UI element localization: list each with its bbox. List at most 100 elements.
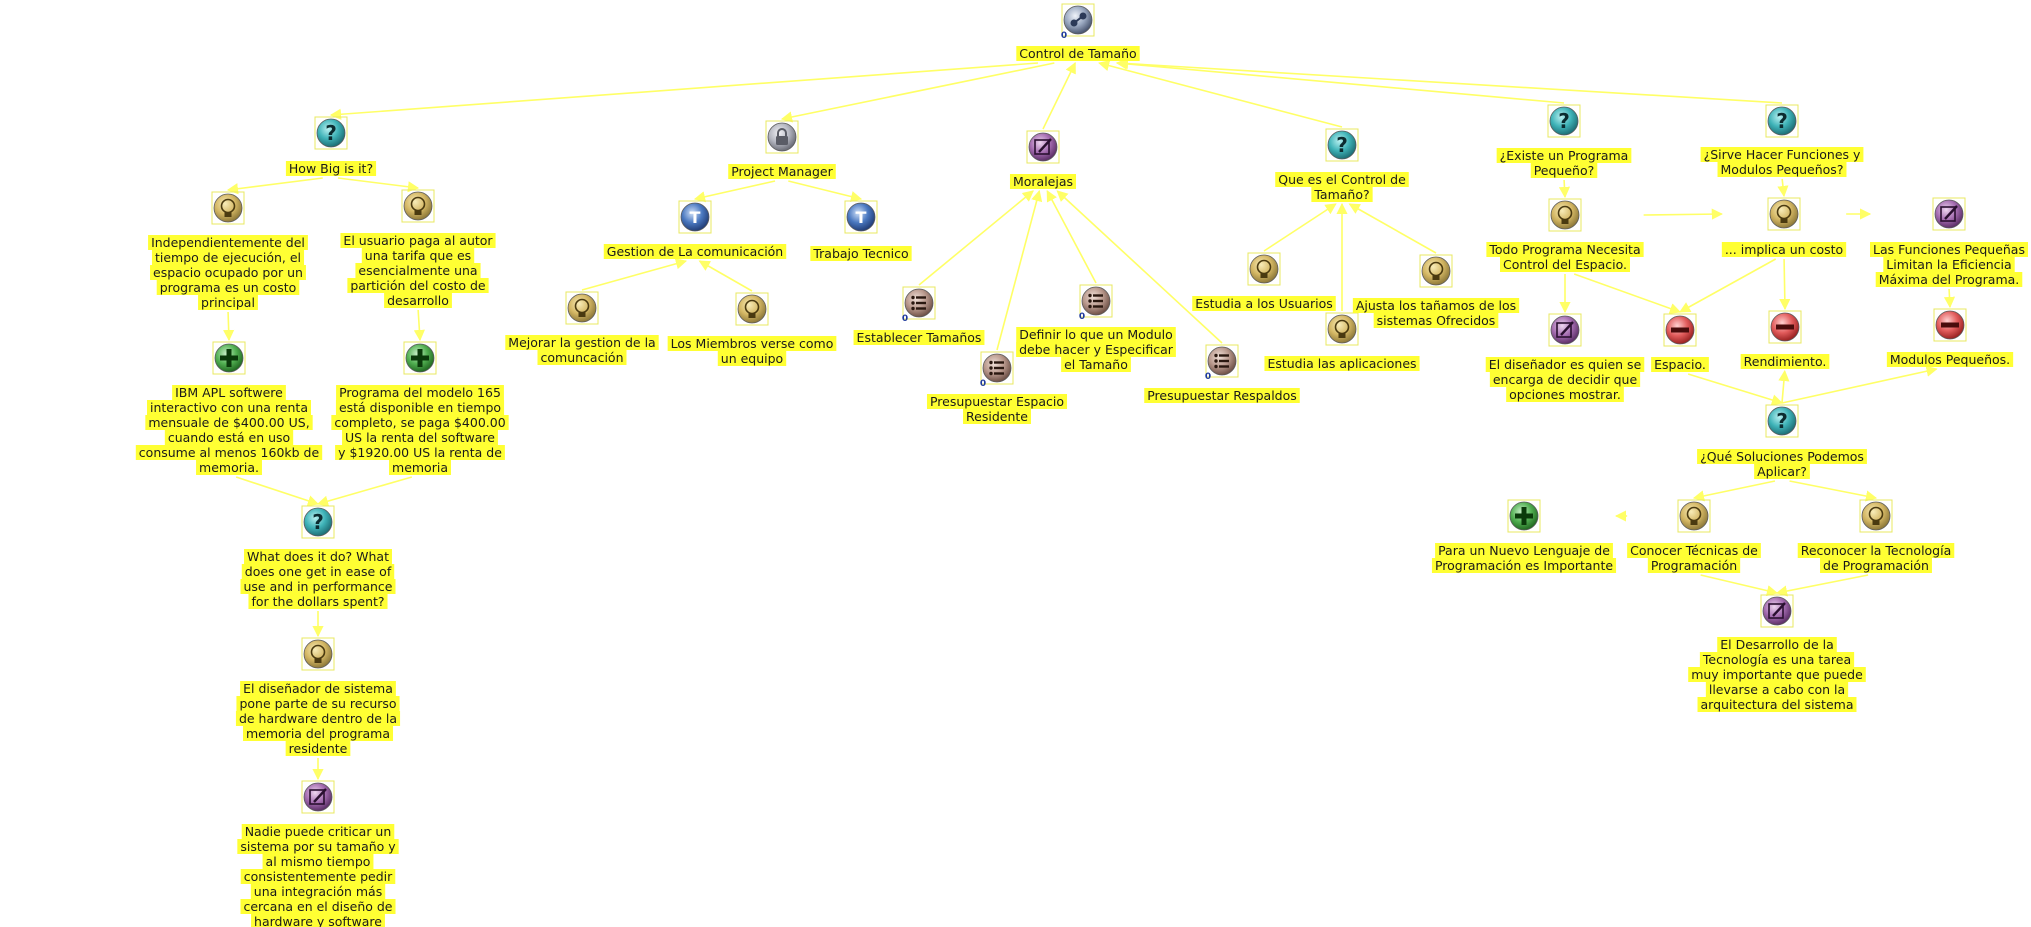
node-label-line: Todo Programa Necesita <box>1488 242 1640 257</box>
node-badge: 0 <box>902 314 908 324</box>
idea-icon <box>401 189 435 223</box>
node-label-line: interactivo con una renta <box>150 400 308 415</box>
link-ajusta-to-quees <box>1348 203 1437 254</box>
link-reconocer-to-desarrollo <box>1775 574 1869 597</box>
node-label-line: Tecnología es una tarea <box>1702 652 1851 667</box>
node-pm[interactable]: Project Manager <box>728 120 836 179</box>
con-icon <box>1663 313 1697 347</box>
question-icon: ? <box>314 116 348 150</box>
node-label-line: opciones mostrar. <box>1509 387 1621 402</box>
node-label-line: What does it do? What <box>247 549 389 564</box>
node-label: Espacio. <box>1651 357 1709 372</box>
node-label-line: Trabajo Tecnico <box>812 246 908 261</box>
node-label-line: Estudia las aplicaciones <box>1267 356 1416 371</box>
node-label: Control de Tamaño <box>1016 46 1140 61</box>
node-label: Trabajo Tecnico <box>810 246 912 261</box>
node-implica[interactable]: ... implica un costo <box>1721 197 1847 257</box>
link-miembros-to-gestion <box>698 260 753 292</box>
node-moral[interactable]: Moralejas <box>1009 130 1077 189</box>
node-espacio[interactable]: Espacio. <box>1651 313 1709 372</box>
node-label-line: Conocer Técnicas de <box>1630 543 1758 558</box>
svg-text:?: ? <box>325 121 337 145</box>
node-estudia-a[interactable]: Estudia las aplicaciones <box>1264 312 1420 371</box>
node-modpeq[interactable]: Modulos Pequeños. <box>1886 308 2014 367</box>
node-label-line: Project Manager <box>731 164 833 179</box>
node-label-line: arquitectura del sistema <box>1701 697 1854 712</box>
node-rend[interactable]: Rendimiento. <box>1740 310 1830 369</box>
pro-icon <box>403 341 437 375</box>
node-label-line: sistema por su tamaño y <box>240 839 396 854</box>
link-todo-to-espacio <box>1573 273 1682 314</box>
decision-icon <box>1932 197 1966 231</box>
node-label-line: ... implica un costo <box>1725 242 1843 257</box>
node-label: Estudia a los Usuarios <box>1192 296 1336 311</box>
node-label: Project Manager <box>728 164 836 179</box>
node-label-line: mensuale de $400.00 US, <box>148 415 309 430</box>
question-icon: ? <box>1325 128 1359 162</box>
list-icon <box>1205 344 1239 378</box>
node-label-line: El Desarrollo de la <box>1720 637 1834 652</box>
node-estudia-u[interactable]: Estudia a los Usuarios <box>1192 252 1336 311</box>
link-hbig-to-usuario <box>337 177 420 193</box>
node-label-line: consume al menos 160kb de <box>139 445 320 460</box>
pro-icon <box>1507 499 1541 533</box>
node-label-line: Programación es Importante <box>1435 558 1613 573</box>
list-icon <box>1079 284 1113 318</box>
link-sirve-to-implica <box>1777 178 1789 198</box>
list-icon <box>902 286 936 320</box>
link-implica-to-rend <box>1779 258 1791 311</box>
node-label: Estudia las aplicaciones <box>1264 356 1420 371</box>
node-label-line: Los Miembros verse como <box>671 336 834 351</box>
link-ibm-to-what <box>235 476 320 507</box>
idea-icon <box>1859 499 1893 533</box>
node-label-line: El diseñador es quien se <box>1489 357 1642 372</box>
node-label: Gestion de La comunicación <box>603 244 787 259</box>
node-label-line: Moralejas <box>1013 174 1073 189</box>
node-label-line: Independientemente del <box>151 235 305 250</box>
node-label-line: Espacio. <box>1654 357 1706 372</box>
node-badge: 0 <box>1061 31 1067 41</box>
node-label-line: el Tamaño <box>1064 357 1128 372</box>
node-label-line: programa es un costo <box>160 280 297 295</box>
idea-icon <box>301 637 335 671</box>
node-label-line: ¿Sirve Hacer Funciones y <box>1704 147 1861 162</box>
node-hbig[interactable]: ?How Big is it? <box>285 116 377 176</box>
node-label-line: un equipo <box>721 351 783 366</box>
link-funciones-to-modpeq <box>1943 288 1956 309</box>
